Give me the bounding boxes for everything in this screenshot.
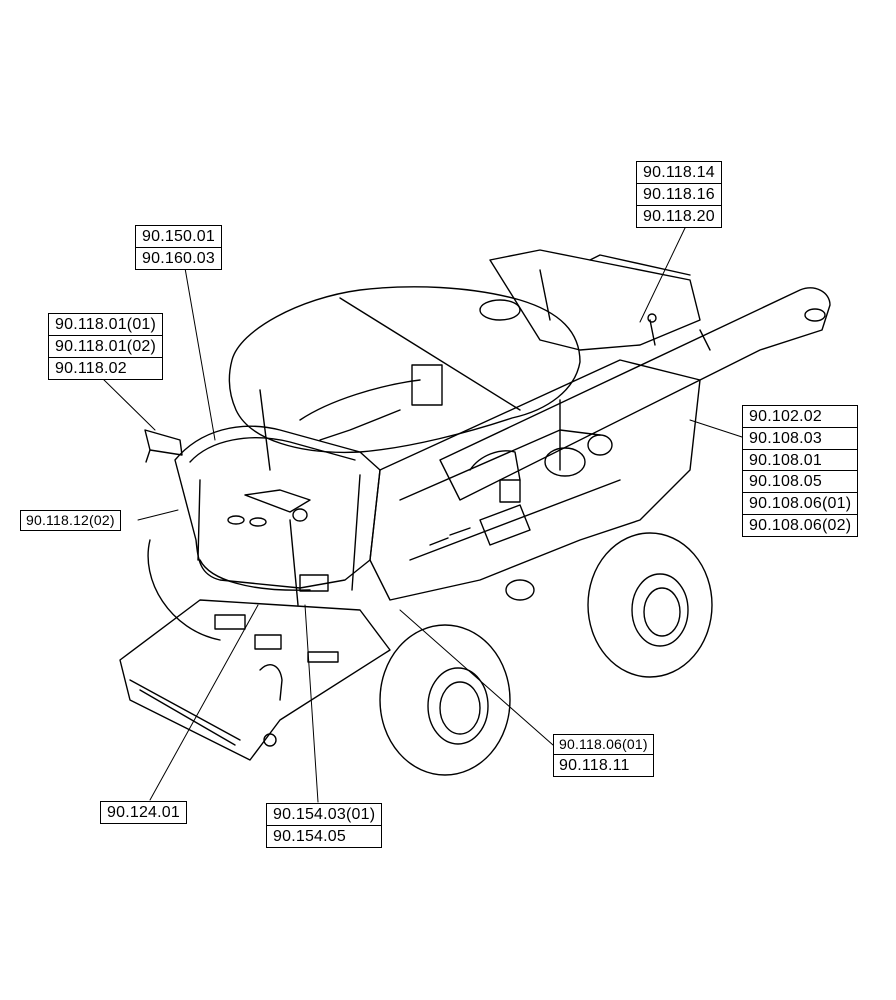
ref-label: 90.154.05 <box>266 824 383 848</box>
callout-right-side: 90.102.02 90.108.03 90.108.01 90.108.05 … <box>742 405 859 538</box>
callout-left-mid: 90.118.12(02) <box>20 510 121 531</box>
ref-label: 90.160.03 <box>135 246 222 270</box>
ref-label: 90.124.01 <box>100 801 187 824</box>
ref-label: 90.102.02 <box>742 405 859 428</box>
ref-label: 90.108.01 <box>742 448 859 472</box>
ref-label: 90.154.03(01) <box>266 803 383 826</box>
leader-lines <box>99 227 743 803</box>
ref-label: 90.108.06(01) <box>742 492 859 516</box>
ref-label: 90.118.12(02) <box>20 510 121 531</box>
grain-tank <box>228 286 581 471</box>
machine-body <box>369 359 701 601</box>
callout-left-upper: 90.118.01(01) 90.118.01(02) 90.118.02 <box>48 313 164 380</box>
ref-label: 90.118.14 <box>636 161 722 184</box>
ref-label: 90.118.01(02) <box>48 334 164 358</box>
callout-cab-top: 90.150.01 90.160.03 <box>135 225 222 270</box>
callout-top-right: 90.118.14 90.118.16 90.118.20 <box>636 161 722 228</box>
callout-steps: 90.154.03(01) 90.154.05 <box>266 803 383 848</box>
ref-label: 90.118.20 <box>636 204 722 228</box>
unloading-auger <box>439 287 831 501</box>
rear-wheel <box>587 532 713 678</box>
engine-compartment <box>479 249 701 351</box>
ref-label: 90.150.01 <box>135 225 222 248</box>
ref-label: 90.108.05 <box>742 470 859 494</box>
ref-label: 90.118.02 <box>48 356 164 380</box>
ref-label: 90.118.11 <box>553 753 654 777</box>
callout-wheel-front: 90.118.06(01) 90.118.11 <box>553 734 654 777</box>
feeder-house <box>119 539 391 761</box>
callout-feeder: 90.124.01 <box>100 801 187 824</box>
ref-label: 90.118.16 <box>636 182 722 206</box>
ref-label: 90.118.06(01) <box>553 734 654 755</box>
front-wheel <box>379 624 511 776</box>
ref-label: 90.108.06(02) <box>742 514 859 538</box>
ref-label: 90.118.01(01) <box>48 313 164 336</box>
cab <box>144 425 381 606</box>
ref-label: 90.108.03 <box>742 426 859 450</box>
